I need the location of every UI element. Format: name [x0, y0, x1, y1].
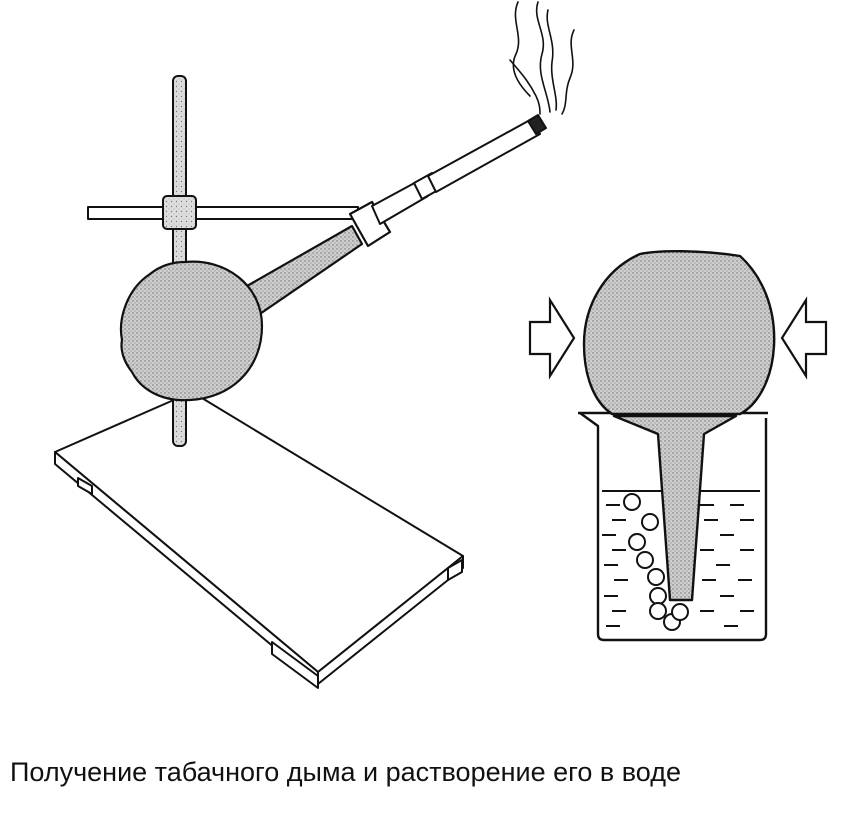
round-flask	[120, 200, 392, 402]
arrow-right-icon	[528, 296, 576, 380]
cigarette-body	[427, 119, 541, 193]
beaker	[579, 412, 768, 642]
experiment-illustration	[54, 1, 828, 689]
arrow-left-icon	[780, 296, 828, 380]
cigarette	[371, 114, 547, 225]
clamp-boss	[162, 195, 197, 230]
figure-caption: Получение табачного дыма и растворение е…	[10, 757, 681, 787]
smoke-wisps	[509, 1, 575, 115]
water-dashes	[602, 490, 760, 627]
funnel	[612, 414, 738, 602]
cigarette-ember	[527, 114, 547, 135]
bubbles	[623, 493, 689, 631]
stand-foot	[77, 477, 93, 495]
clamp-ring	[348, 200, 392, 248]
collapsed-flask	[582, 250, 776, 416]
stand-foot	[447, 559, 463, 581]
lab-stand	[54, 75, 464, 689]
beaker-setup	[578, 250, 776, 642]
clamp-rod	[87, 206, 359, 220]
flask-bulb	[120, 260, 264, 402]
stand-foot	[271, 641, 319, 689]
